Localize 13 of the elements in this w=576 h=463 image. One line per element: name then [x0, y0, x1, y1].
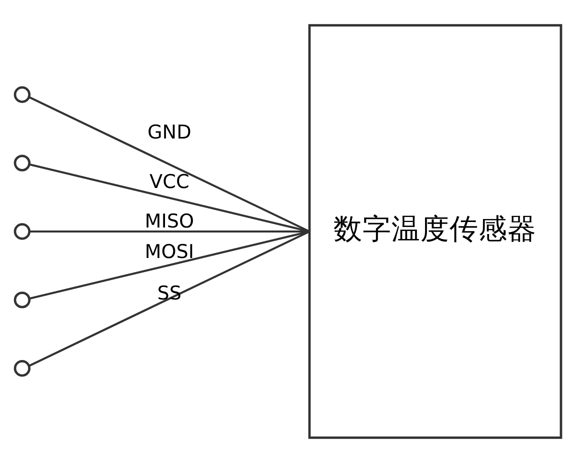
- node-circle: [14, 86, 31, 103]
- node-box: 数字温度传感器: [308, 24, 562, 439]
- edge-label: MOSI: [144, 240, 194, 263]
- connector: [28, 230, 310, 367]
- edge-label: GND: [148, 120, 192, 144]
- node-circle: [14, 223, 31, 240]
- edge-label: SS: [157, 281, 182, 304]
- connector: [28, 96, 310, 232]
- edge-label: VCC: [150, 170, 190, 193]
- edge-label: MISO: [144, 210, 194, 233]
- node-circle: [14, 292, 31, 308]
- node-circle: [14, 154, 31, 172]
- node-circle: [14, 360, 31, 377]
